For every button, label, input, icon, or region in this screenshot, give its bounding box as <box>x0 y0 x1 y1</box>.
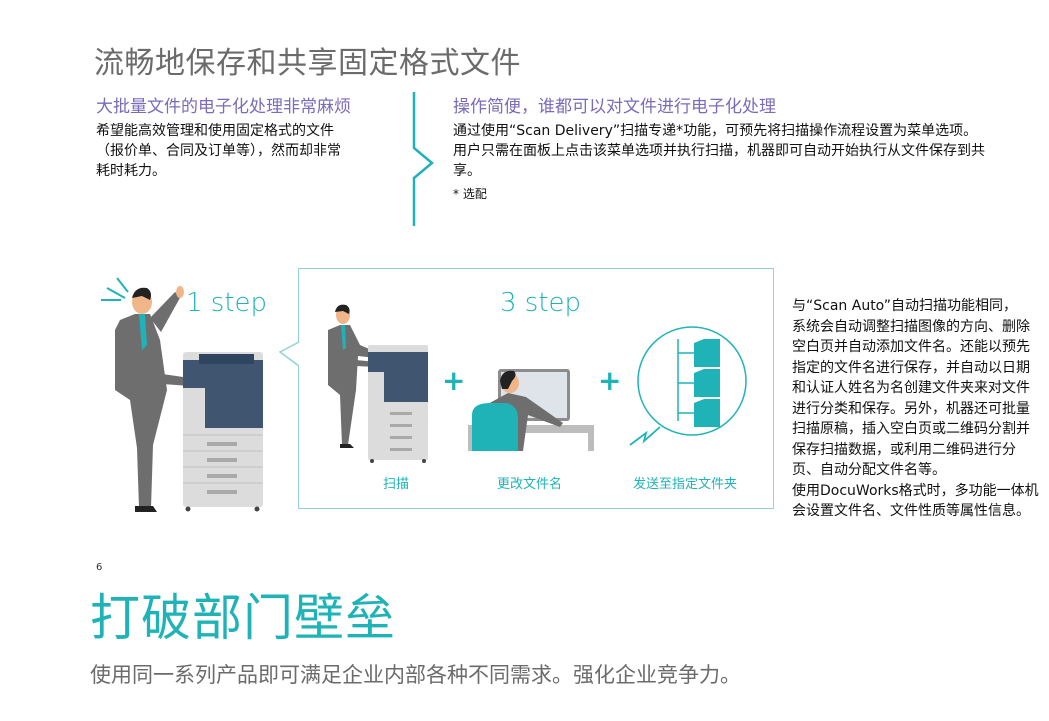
computer-user-icon <box>468 369 594 451</box>
side-line: 页、自动分配文件名等。 <box>792 462 946 478</box>
one-step-label: 1 step <box>186 288 268 318</box>
section-subheading: 使用同一系列产品即可满足企业内部各种不同需求。强化企业竞争力。 <box>90 663 741 687</box>
scanner-icon <box>328 304 428 463</box>
side-description: 与“Scan Auto”自动扫描功能相同， 系统会自动调整扫描图像的方向、删除 … <box>792 296 1049 522</box>
side-line: 扫描原稿，插入空白页或二维码分割并 <box>792 421 1030 437</box>
three-step-label: 3 step <box>500 288 582 318</box>
side-line: 和认证人姓名为名创建文件夹来对文件 <box>792 380 1030 396</box>
side-line: 保存扫描数据，或利用二维码进行分 <box>792 441 1016 458</box>
one-step-person-with-mfp-illustration <box>101 277 263 512</box>
problem-heading: 大批量文件的电子化处理非常麻烦 <box>96 97 351 117</box>
arrow-divider-icon <box>412 92 434 226</box>
solution-line: 用户只需在面板上点击该菜单选项并执行扫描，机器即可自动开始执行从文件保存到共 <box>453 143 985 159</box>
page-number: 6 <box>96 562 103 573</box>
step-caption-send-folder: 发送至指定文件夹 <box>633 477 738 492</box>
problem-line: （报价单、合同及订单等），然而却非常 <box>96 143 341 159</box>
problem-body: 希望能高效管理和使用固定格式的文件 （报价单、合同及订单等），然而却非常 耗时耗… <box>96 121 396 181</box>
three-step-box <box>298 268 774 509</box>
folder-tree-icon <box>629 326 747 446</box>
side-line: 指定的文件名进行保存，并自动以日期 <box>792 359 1030 376</box>
solution-heading: 操作简便，谁都可以对文件进行电子化处理 <box>453 97 776 117</box>
solution-line: 通过使用“Scan Delivery”扫描专递*功能，可预先将扫描操作流程设置为… <box>453 123 978 139</box>
plus-icon: + <box>598 364 622 397</box>
side-line: 会设置文件名、文件性质等属性信息。 <box>792 503 1030 519</box>
section-heading: 打破部门壁垒 <box>90 589 396 647</box>
side-line: 系统会自动调整扫描图像的方向、删除 <box>792 318 1030 335</box>
side-line: 使用DocuWorks格式时，多功能一体机 <box>792 482 1039 499</box>
step-caption-rename: 更改文件名 <box>497 477 563 492</box>
attention-lines-icon <box>101 277 129 301</box>
step-caption-scan: 扫描 <box>383 477 410 492</box>
side-line: 进行分类和保存。另外，机器还可批量 <box>792 400 1030 417</box>
speech-bubble-tail-icon <box>278 341 301 367</box>
solution-body: 通过使用“Scan Delivery”扫描专递*功能，可预先将扫描操作流程设置为… <box>453 121 1049 181</box>
solution-line: 享。 <box>453 163 481 179</box>
plus-icon: + <box>442 364 466 397</box>
side-line: 与“Scan Auto”自动扫描功能相同， <box>792 298 1017 314</box>
footnote: * 选配 <box>453 187 487 201</box>
problem-line: 希望能高效管理和使用固定格式的文件 <box>96 123 334 139</box>
problem-line: 耗时耗力。 <box>96 163 166 179</box>
signal-bolt-icon <box>629 426 661 446</box>
section-title: 流畅地保存和共享固定格式文件 <box>94 46 521 81</box>
side-line: 空白页并自动添加文件名。还能以预先 <box>792 339 1030 355</box>
